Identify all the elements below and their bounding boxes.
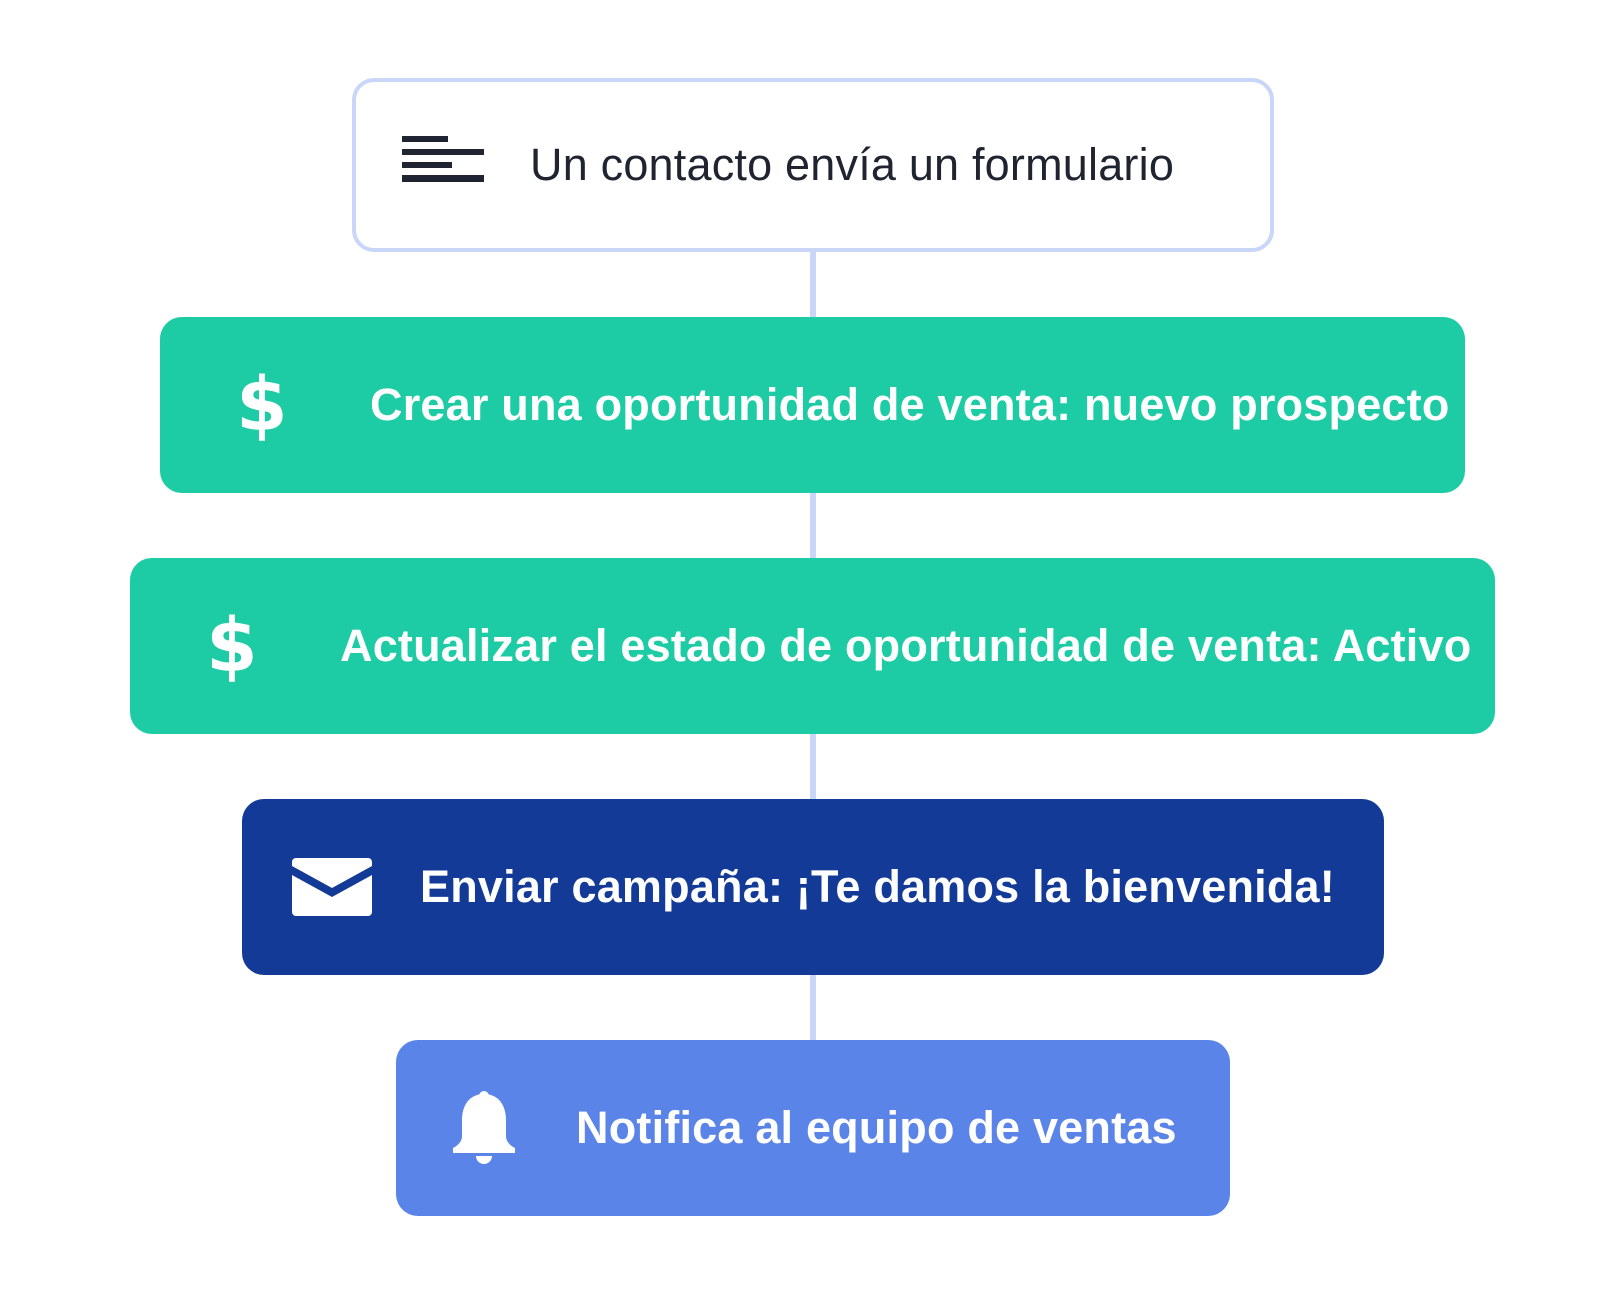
action-update-deal-status-label: Actualizar el estado de oportunidad de v… [340,620,1472,671]
action-send-campaign[interactable]: Enviar campaña: ¡Te damos la bienvenida! [242,799,1384,975]
dollar-icon: $ [236,362,288,448]
action-notify-sales-team[interactable]: Notifica al equipo de ventas [396,1040,1230,1216]
form-lines-icon [402,136,484,194]
action-create-deal-label: Crear una oportunidad de venta: nuevo pr… [370,379,1450,430]
dollar-icon: $ [206,603,258,689]
envelope-icon [292,858,372,916]
trigger-label: Un contacto envía un formulario [530,139,1175,190]
action-create-deal[interactable]: $ Crear una oportunidad de venta: nuevo … [160,317,1465,493]
bell-icon [450,1090,518,1166]
action-send-campaign-label: Enviar campaña: ¡Te damos la bienvenida! [420,861,1335,912]
trigger-form-submitted[interactable]: Un contacto envía un formulario [352,78,1274,252]
action-notify-sales-team-label: Notifica al equipo de ventas [576,1102,1177,1153]
action-update-deal-status[interactable]: $ Actualizar el estado de oportunidad de… [130,558,1495,734]
